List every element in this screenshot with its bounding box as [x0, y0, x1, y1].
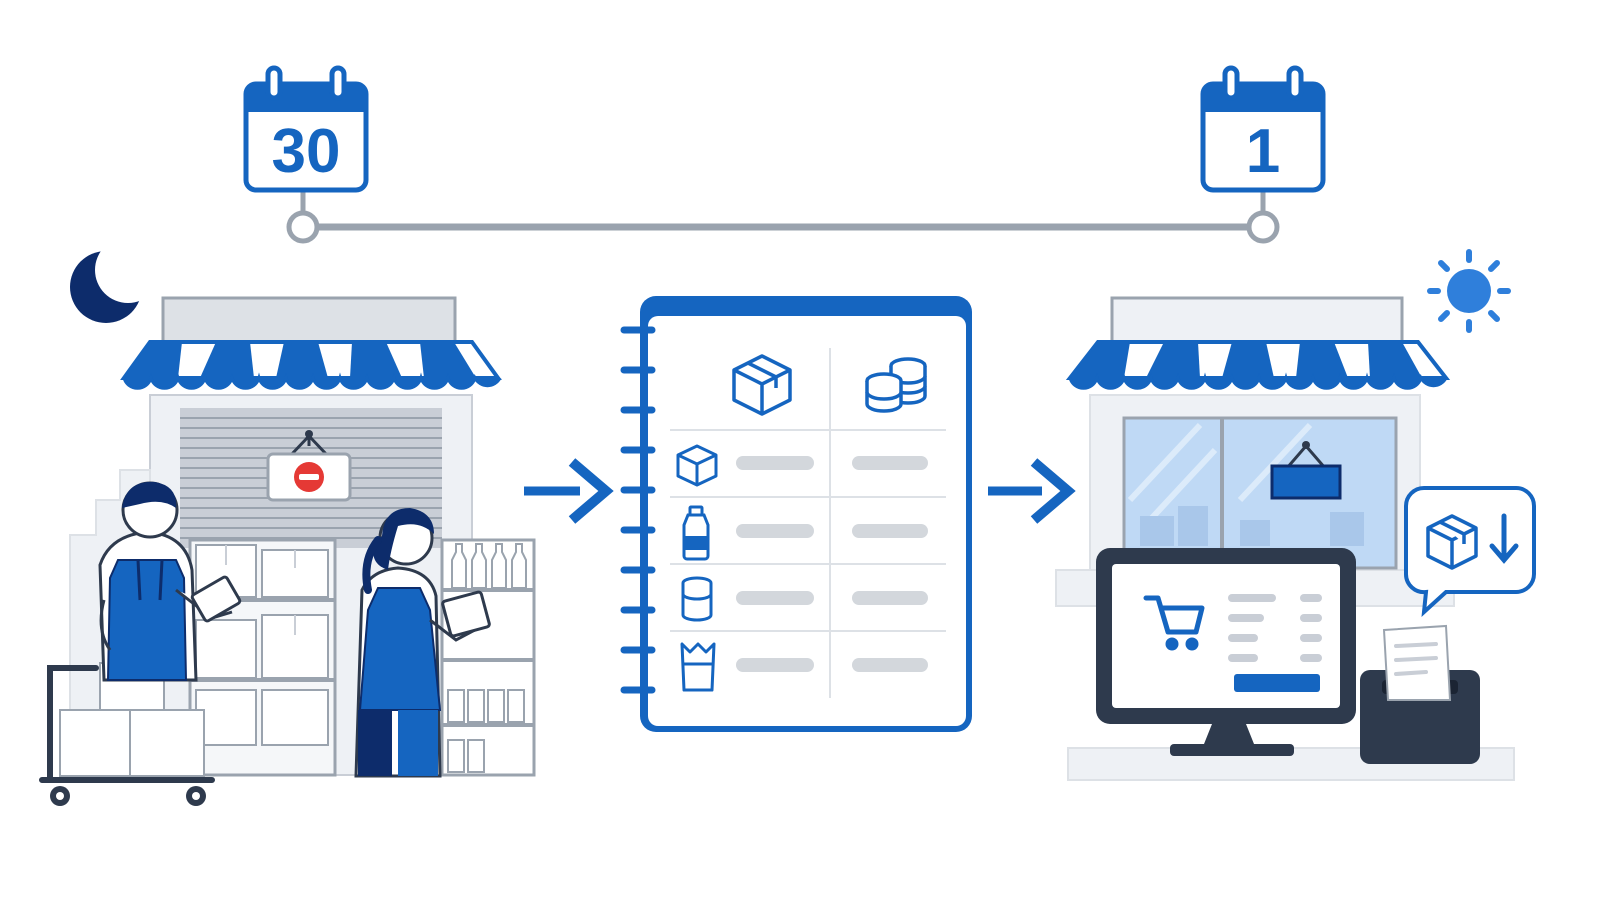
open-store: [1055, 296, 1536, 781]
pos-line-items: [1228, 594, 1322, 662]
flow-arrow-2: [988, 458, 1076, 524]
store-awning: [120, 340, 502, 390]
pos-monitor: [1096, 548, 1356, 756]
box-icon: [732, 354, 792, 416]
calendar-icon-end: 1: [1200, 65, 1326, 193]
inventory-ledger: [620, 296, 972, 732]
bag-icon: [680, 642, 716, 692]
timeline: 30 1: [243, 65, 1326, 244]
box-down-arrow-icon: [1426, 514, 1478, 570]
ledger-grid: [670, 348, 946, 698]
coins-icon: [865, 357, 927, 413]
notebook-spiral: [620, 326, 656, 694]
row-box-icon: [676, 444, 718, 487]
closed-sign: [266, 430, 352, 502]
can-icon: [681, 576, 713, 622]
flow-arrow-1: [524, 458, 614, 524]
closed-store: [39, 296, 536, 806]
receipt-printer: [1360, 624, 1480, 764]
ledger-value-bars: [736, 456, 928, 672]
sun-icon: [1427, 249, 1511, 333]
pos-checkout-button: [1234, 674, 1320, 692]
worker-with-clipboard: [98, 481, 242, 682]
hand-cart: [39, 662, 215, 806]
calendar-icon-start: 30: [243, 65, 369, 193]
calendar-day-start: 30: [272, 117, 341, 186]
tablet: [441, 590, 491, 638]
stock-update-bubble: [1403, 486, 1536, 617]
calendar-day-end: 1: [1246, 117, 1280, 186]
moon-icon: [70, 237, 161, 323]
store-sign-board-right: [1110, 296, 1404, 348]
timeline-node-end: [1246, 210, 1280, 244]
timeline-node-start: [286, 210, 320, 244]
shop-window: [1122, 416, 1398, 570]
shopping-cart-icon: [1143, 595, 1205, 651]
bottle-icon: [682, 505, 710, 561]
no-entry-icon: [294, 462, 324, 492]
stock-shelf: [188, 538, 337, 777]
bottle-shelf: [440, 538, 536, 777]
open-sign: [1270, 441, 1342, 500]
store-awning-right: [1065, 340, 1451, 390]
worker-with-tablet: [354, 508, 491, 778]
clipboard: [190, 575, 242, 623]
store-sign-board: [161, 296, 457, 348]
